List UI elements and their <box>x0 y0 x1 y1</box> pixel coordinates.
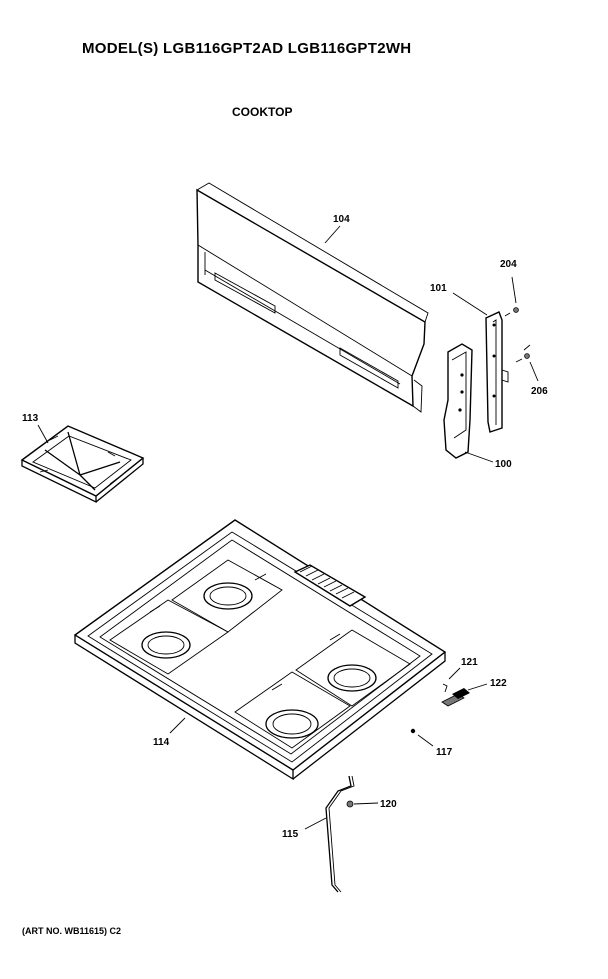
page-top-mark: - - - - - - - - - <box>415 0 462 4</box>
cooktop-114 <box>73 519 447 781</box>
callout-114: 114 <box>153 717 186 748</box>
screw-206: 206 <box>515 344 548 397</box>
callout-100: 100 <box>464 451 512 470</box>
screw-121: 121 <box>442 657 478 693</box>
callout-label-115: 115 <box>282 829 299 840</box>
end-cap-bracket-101 <box>485 311 509 433</box>
section-title: COOKTOP <box>232 105 293 119</box>
callout-label-117: 117 <box>436 747 453 758</box>
end-cap-100 <box>443 343 473 459</box>
screw-204: 204 <box>500 259 519 317</box>
callout-label-122: 122 <box>490 678 507 689</box>
callout-label-204: 204 <box>500 259 517 270</box>
screw-117: 117 <box>410 728 453 758</box>
callout-113: 113 <box>22 413 49 444</box>
model-title: MODEL(S) LGB116GPT2AD LGB116GPT2WH <box>82 40 412 57</box>
callout-label-100: 100 <box>495 459 512 470</box>
support-rod-115: 115 <box>282 775 355 893</box>
burner-grate-113 <box>20 425 145 504</box>
callout-label-206: 206 <box>531 386 548 397</box>
clip-120: 120 <box>346 799 397 810</box>
callout-label-114: 114 <box>153 737 170 748</box>
callout-101: 101 <box>430 283 488 316</box>
callout-label-120: 120 <box>380 799 397 810</box>
callout-label-121: 121 <box>461 657 478 668</box>
callout-label-101: 101 <box>430 283 447 294</box>
art-number: (ART NO. WB11615) C2 <box>22 926 122 936</box>
clip-122: 122 <box>441 678 507 707</box>
backsplash-panel-104 <box>196 182 429 413</box>
callout-104: 104 <box>324 214 350 244</box>
callout-label-113: 113 <box>22 413 39 424</box>
callout-label-104: 104 <box>333 214 350 225</box>
